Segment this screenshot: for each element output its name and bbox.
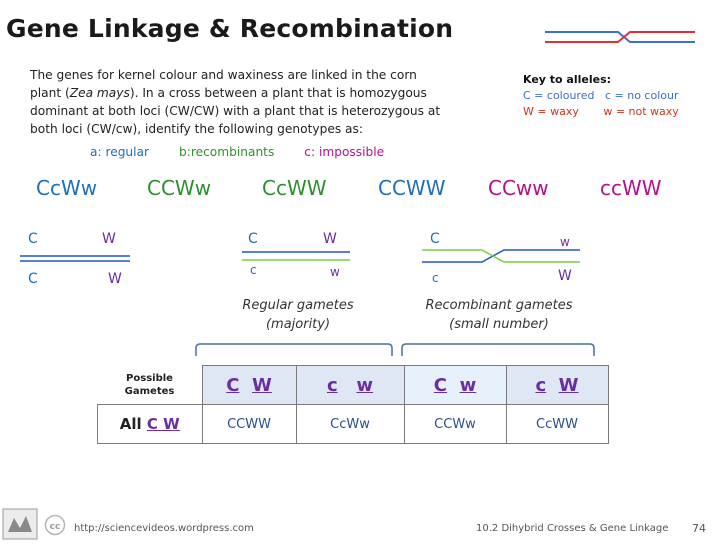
key-w: w = not waxy [603, 105, 679, 118]
key-heading: Key to alleles: [523, 73, 612, 86]
allele-label: W [108, 271, 122, 287]
crossover-icon [545, 31, 695, 43]
genotype-6: ccWW [600, 176, 662, 200]
allele-label: w [330, 265, 340, 279]
genotype-2: CCWw [147, 176, 212, 200]
recombinant-chromosome [422, 249, 580, 263]
gamete-header: c W [505, 365, 609, 405]
footer-url: http://sciencevideos.wordpress.com [74, 523, 254, 534]
table-cell: CCWw [403, 404, 507, 444]
answer-options: a: regular b:recombinants c: impossible [90, 145, 384, 159]
key-C: C = coloured [523, 89, 595, 102]
chromosome-pair [242, 251, 350, 261]
recombinant-gametes-caption: Recombinant gametes (small number) [425, 298, 573, 332]
genotype-3: CcWW [262, 176, 327, 200]
key-W: W = waxy [523, 105, 579, 118]
genotype-4: CCWW [378, 176, 446, 200]
option-recombinants: b:recombinants [179, 145, 275, 159]
allele-key: Key to alleles: C = coloured c = no colo… [523, 72, 679, 120]
chromosome-pair [20, 255, 130, 262]
table-cell: CCWW [201, 404, 297, 444]
option-impossible: c: impossible [304, 145, 385, 159]
table-corner: Possible Gametes [124, 372, 175, 397]
svg-text:cc: cc [50, 522, 61, 532]
slide-title: Gene Linkage & Recombination [6, 14, 454, 43]
gamete-header: C W [201, 365, 297, 405]
gamete-table: Possible Gametes C W c w C w c W All C W… [97, 365, 609, 444]
allele-label: C [28, 271, 38, 287]
allele-label: W [323, 231, 337, 247]
option-regular: a: regular [90, 145, 150, 159]
allele-label: C [430, 231, 440, 247]
gamete-header: C w [403, 365, 507, 405]
intro-line: dominant at both loci (CW/CW) with a pla… [30, 104, 441, 118]
table-cell: CcWW [505, 404, 609, 444]
regular-gametes-caption: Regular gametes (majority) [242, 298, 354, 332]
page-number: 74 [692, 522, 706, 535]
logo-icon [2, 508, 38, 540]
genotype-1: CcWw [36, 176, 98, 200]
allele-label: W [102, 231, 116, 247]
footer-lesson-title: 10.2 Dihybrid Crosses & Gene Linkage [476, 523, 669, 534]
intro-line: both loci (CW/cw), identify the followin… [30, 122, 363, 136]
allele-label: W [558, 268, 572, 284]
row-header: All C W [97, 404, 203, 444]
allele-label: C [28, 231, 38, 247]
gamete-header: c w [295, 365, 405, 405]
allele-label: c [250, 263, 257, 277]
genotype-5: CCww [488, 176, 549, 200]
allele-label: w [560, 235, 570, 249]
intro-line: The genes for kernel colour and waxiness… [30, 68, 417, 82]
allele-label: C [248, 231, 258, 247]
gamete-brackets [195, 343, 595, 356]
creative-commons-icon: cc [44, 514, 66, 536]
intro-line: plant (Zea mays). In a cross between a p… [30, 86, 427, 100]
key-c: c = no colour [604, 89, 679, 102]
intro-text: The genes for kernel colour and waxiness… [30, 66, 500, 138]
allele-label: c [432, 271, 439, 285]
table-cell: CcWw [295, 404, 405, 444]
